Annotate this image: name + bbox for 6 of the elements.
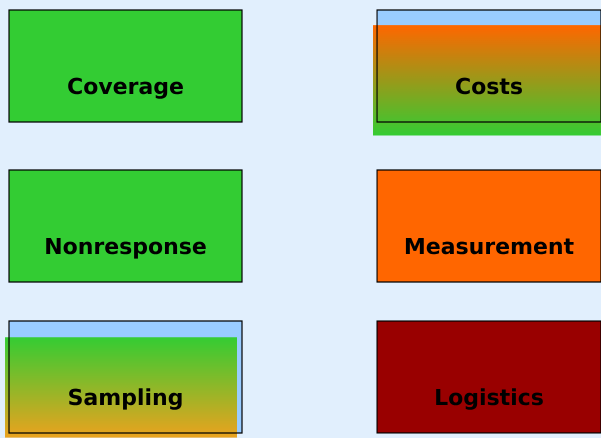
process-box: Coverage: [8, 9, 243, 123]
process-box: Logistics: [376, 320, 601, 434]
process-box: Nonresponse: [8, 169, 243, 283]
process-box: Sampling: [5, 320, 243, 438]
process-box: Costs: [373, 9, 601, 136]
process-box: Measurement: [376, 169, 601, 283]
